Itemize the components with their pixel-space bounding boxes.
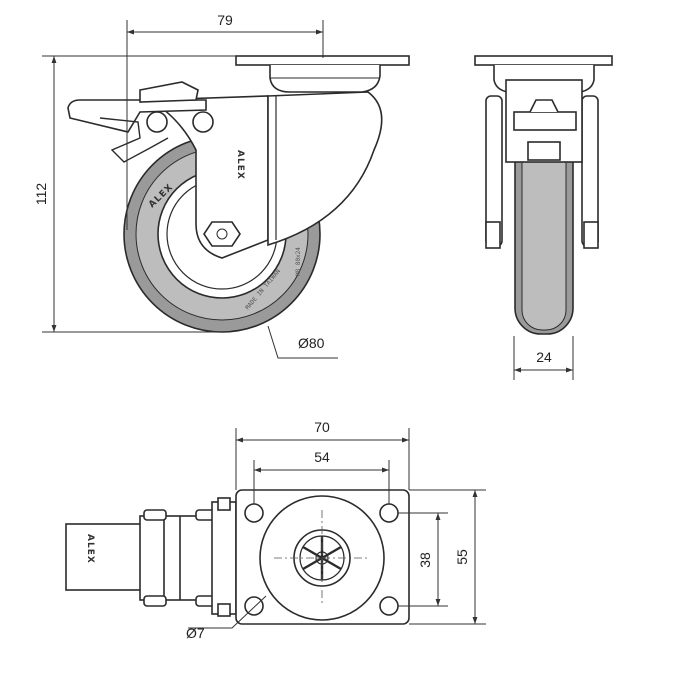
bolt-hole-top-left bbox=[244, 503, 264, 523]
top-dimensions bbox=[188, 428, 486, 629]
side-brake-pivot-2 bbox=[192, 111, 214, 133]
top-view bbox=[65, 489, 410, 625]
side-fork-brand: ALEX bbox=[235, 150, 245, 180]
front-view bbox=[474, 55, 613, 335]
dim-112-label: 112 bbox=[33, 183, 49, 206]
dim-54-label: 54 bbox=[314, 449, 330, 465]
dim-79-label: 79 bbox=[217, 12, 233, 28]
side-tire-mark-size: M8 80x24 bbox=[295, 247, 302, 276]
side-view bbox=[67, 55, 410, 333]
front-dimensions bbox=[513, 336, 574, 380]
bolt-hole-bottom-right bbox=[379, 596, 399, 616]
front-top-plate bbox=[474, 55, 613, 66]
dim-hole-leader bbox=[188, 595, 267, 629]
top-brake-pedal bbox=[65, 523, 151, 591]
side-dimensions bbox=[42, 20, 338, 359]
top-centerlines bbox=[274, 510, 370, 606]
dim-55-label: 55 bbox=[454, 549, 470, 565]
dim-hole-label: Ø7 bbox=[186, 625, 205, 641]
dim-diameter-label: Ø80 bbox=[298, 335, 325, 351]
side-brake-pedal bbox=[67, 99, 207, 133]
dim-38-label: 38 bbox=[417, 552, 433, 568]
top-pedal-brand: ALEX bbox=[85, 534, 95, 564]
side-fork bbox=[147, 95, 269, 259]
bolt-hole-bottom-left bbox=[244, 596, 264, 616]
dim-70-label: 70 bbox=[314, 419, 330, 435]
dim-24-label: 24 bbox=[536, 349, 552, 365]
bolt-hole-top-right bbox=[379, 503, 399, 523]
dim-diameter-leader bbox=[267, 325, 338, 359]
side-brake-pivot-1 bbox=[146, 111, 168, 133]
